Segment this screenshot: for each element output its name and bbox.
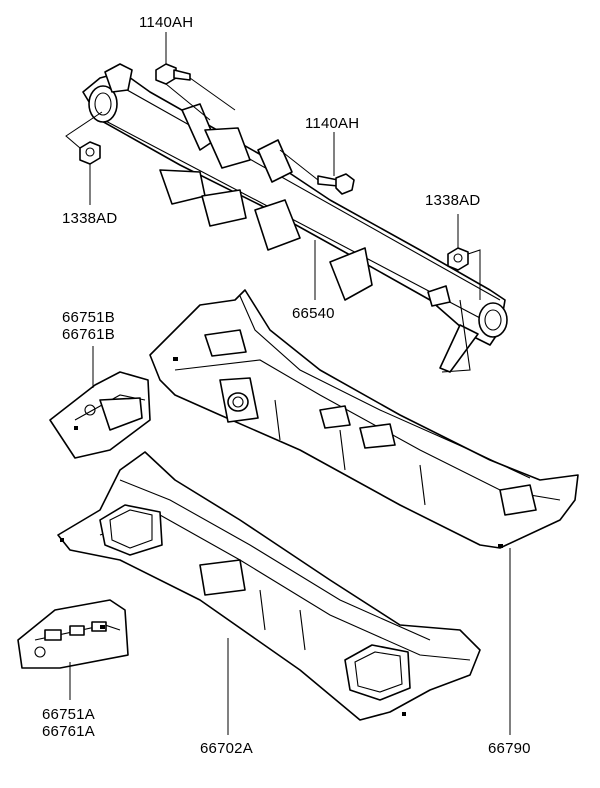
bracket-66751B-66761B	[49, 371, 151, 459]
crossmember-66540	[82, 63, 508, 373]
nut-1338AD-left	[79, 141, 101, 165]
label-crossmember-66540: 66540	[292, 305, 335, 322]
bracket-66751A-66761A	[17, 599, 129, 669]
label-dash-panel-66702A: 66702A	[200, 740, 253, 757]
label-bolt-1140AH-mid: 1140AH	[305, 115, 360, 132]
label-cowl-panel-66790: 66790	[488, 740, 531, 757]
label-bracket-66751B: 66751B	[62, 309, 115, 326]
dash-lower-panel-66702A	[57, 451, 481, 721]
label-bracket-66761A: 66761A	[42, 723, 95, 740]
bolt-1140AH-top	[155, 63, 191, 85]
label-bracket-66761B: 66761B	[62, 326, 115, 343]
cowl-top-panel-66790	[149, 289, 579, 549]
leader-lines	[65, 32, 511, 735]
bolt-1140AH-mid	[317, 173, 355, 195]
label-bolt-1140AH-top: 1140AH	[139, 14, 194, 31]
label-bracket-66751A: 66751A	[42, 706, 95, 723]
label-nut-1338AD-left: 1338AD	[62, 210, 118, 227]
nut-1338AD-right	[447, 247, 469, 271]
label-nut-1338AD-right: 1338AD	[425, 192, 481, 209]
